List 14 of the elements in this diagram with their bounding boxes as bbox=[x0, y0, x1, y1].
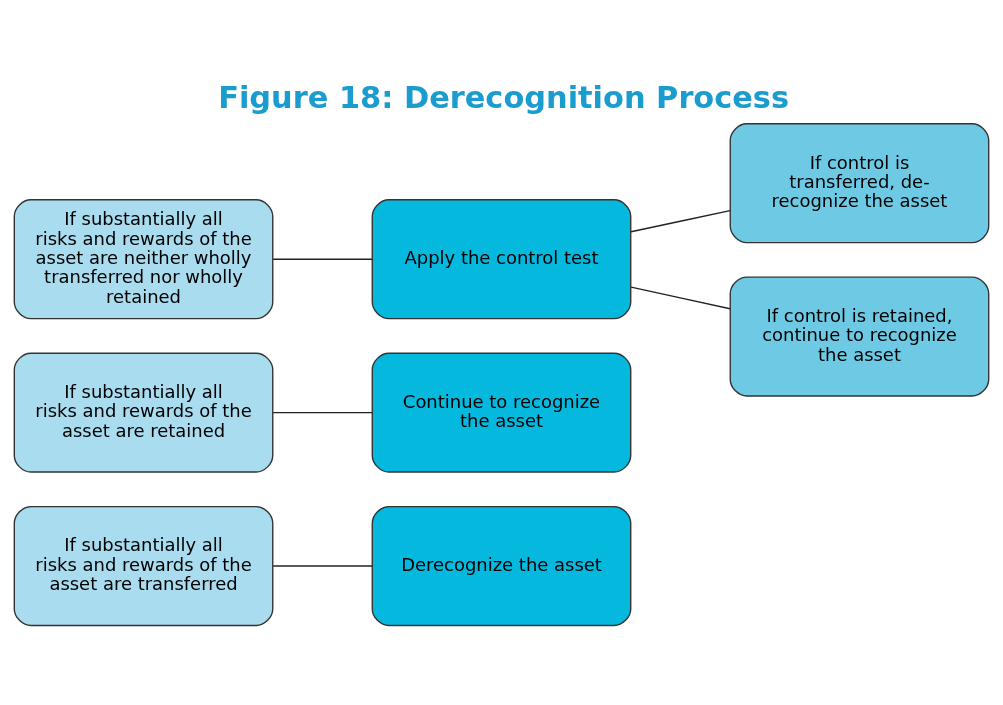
connector bbox=[272, 258, 373, 260]
node-box: If control is transferred, de-recognize the asset bbox=[729, 123, 990, 244]
connector bbox=[272, 411, 373, 414]
diagram-title: Figure 18: Derecognition Process bbox=[218, 80, 790, 115]
node-box: If control is retained, continue to recognize the asset bbox=[729, 276, 990, 397]
connector bbox=[630, 286, 731, 310]
node-box: Continue to recognize the asset bbox=[371, 352, 632, 473]
connector bbox=[272, 565, 373, 567]
connector bbox=[630, 209, 731, 233]
node-box: If substantially all risks and rewards of the asset are neither wholly transferred nor wholly retained bbox=[13, 199, 274, 320]
node-box: If substantially all risks and rewards of the asset are retained bbox=[13, 352, 274, 473]
node-box: Apply the control test bbox=[371, 199, 632, 320]
node-box: Derecognize the asset bbox=[371, 505, 632, 627]
node-box: If substantially all risks and rewards of the asset are transferred bbox=[13, 505, 274, 627]
